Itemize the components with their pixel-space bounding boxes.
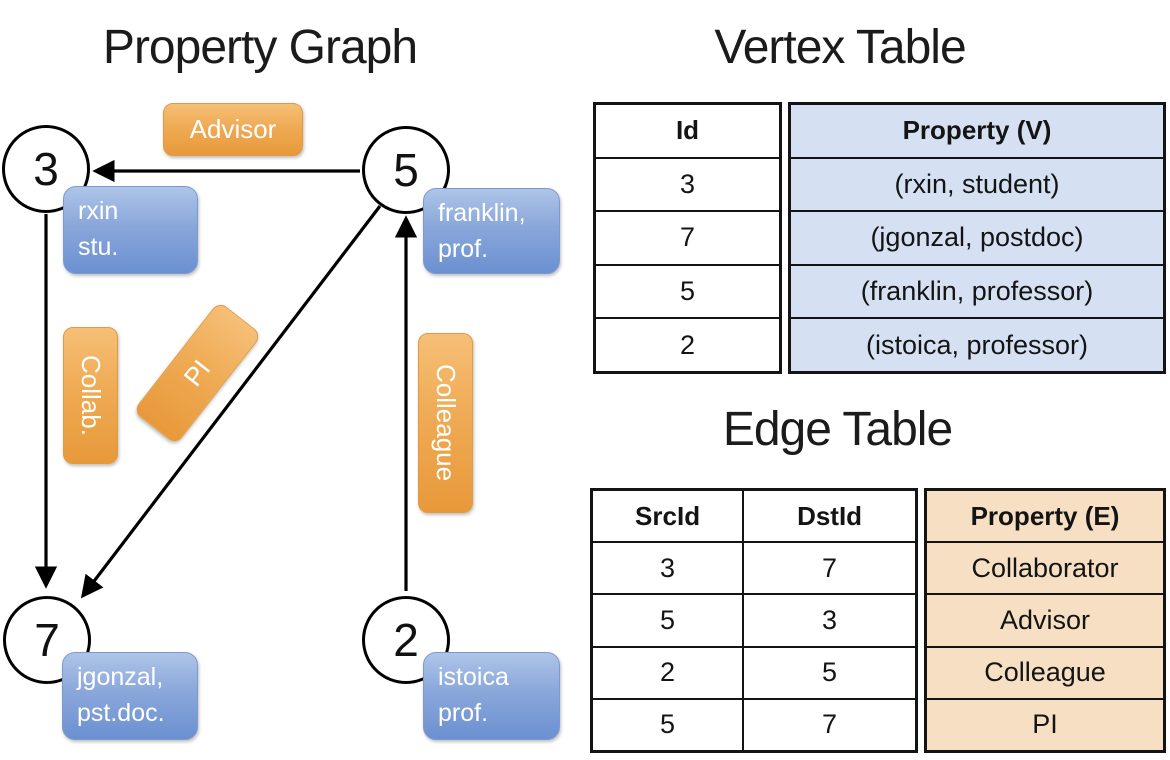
table-row: 3 7 [593,541,915,594]
table-cell: Collaborator [927,541,1163,593]
node-id: 2 [393,614,419,666]
graph-node-2: 2 [362,596,450,684]
vertex-table-property-header: Property (V) [902,115,1052,146]
edge-table-srcid-header: SrcId [635,500,701,531]
vertex-property-line: pst.doc. [77,698,165,727]
table-cell: 7 [596,210,779,264]
table-cell: (rxin, student) [791,156,1163,211]
table-cell: 2 [660,657,676,688]
table-cell: 5 [596,263,779,318]
table-cell: (istoica, professor) [791,317,1163,371]
vertex-property-line: prof. [438,234,489,263]
table-cell: (franklin, professor) [791,263,1163,318]
table-cell: 7 [742,699,915,751]
graph-node-5: 5 [362,126,450,214]
table-row: SrcId DstId [593,491,915,542]
table-cell: 7 [742,543,915,594]
vertex-property-line: prof. [438,698,489,727]
vertex-table-title: Vertex Table [714,21,966,74]
table-cell: 3 [596,156,779,211]
edge-label-text: Colleague [431,364,461,482]
vertex-property-label-rxin: rxin stu. [63,186,198,274]
edge-label-advisor: Advisor [163,103,303,156]
vertex-table-id-header: Id [675,115,700,146]
edge-label-text: Collab. [76,355,106,436]
table-cell: PI [927,697,1163,750]
property-graph-title: Property Graph [102,21,418,74]
vertex-property-line: rxin [78,197,119,225]
edge-label-text: PI [177,353,217,392]
table-cell: 5 [742,647,915,698]
table-cell: 2 [596,317,779,371]
vertex-property-label-istoica: istoica prof. [423,652,560,740]
edge-table-dstid-header: DstId [742,491,915,542]
node-id: 3 [33,143,59,195]
edge-label-colleague: Colleague [418,333,473,513]
vertex-property-line: stu. [78,232,119,261]
vertex-property-line: istoica [438,663,509,691]
table-cell: Colleague [927,645,1163,698]
node-id: 5 [393,144,419,196]
table-cell: 3 [660,552,676,583]
edge-table-property-header: Property (E) [970,500,1120,531]
vertex-property-line: franklin, [438,199,526,227]
edge-table-property-column: Property (E) Collaborator Advisor Collea… [924,488,1166,753]
edge-label-collaborator: Collab. [63,327,118,464]
table-cell: Advisor [927,593,1163,645]
edge-pi-5-to-7 [80,205,382,599]
table-row: 5 3 [593,593,915,646]
vertex-property-line: jgonzal, [77,663,164,691]
vertex-table-id-column: Id 3 7 5 2 [593,102,782,374]
edge-table-src-dst-columns: SrcId DstId 3 7 5 3 2 5 5 7 [590,488,918,753]
node-id: 7 [34,614,60,666]
table-cell: (jgonzal, postdoc) [791,210,1163,264]
table-row: 2 5 [593,645,915,698]
vertex-property-label-jgonzal: jgonzal, pst.doc. [62,652,198,740]
table-cell: 3 [742,595,915,646]
vertex-property-label-franklin: franklin, prof. [423,188,560,274]
vertex-table-property-column: Property (V) (rxin, student) (jgonzal, p… [788,102,1166,374]
table-cell: 5 [660,709,676,740]
edge-table-title: Edge Table [722,403,953,456]
edge-label-text: Advisor [189,114,277,144]
table-row: 5 7 [593,697,915,751]
graph-edges-canvas [34,159,418,599]
table-cell: 5 [660,605,676,635]
